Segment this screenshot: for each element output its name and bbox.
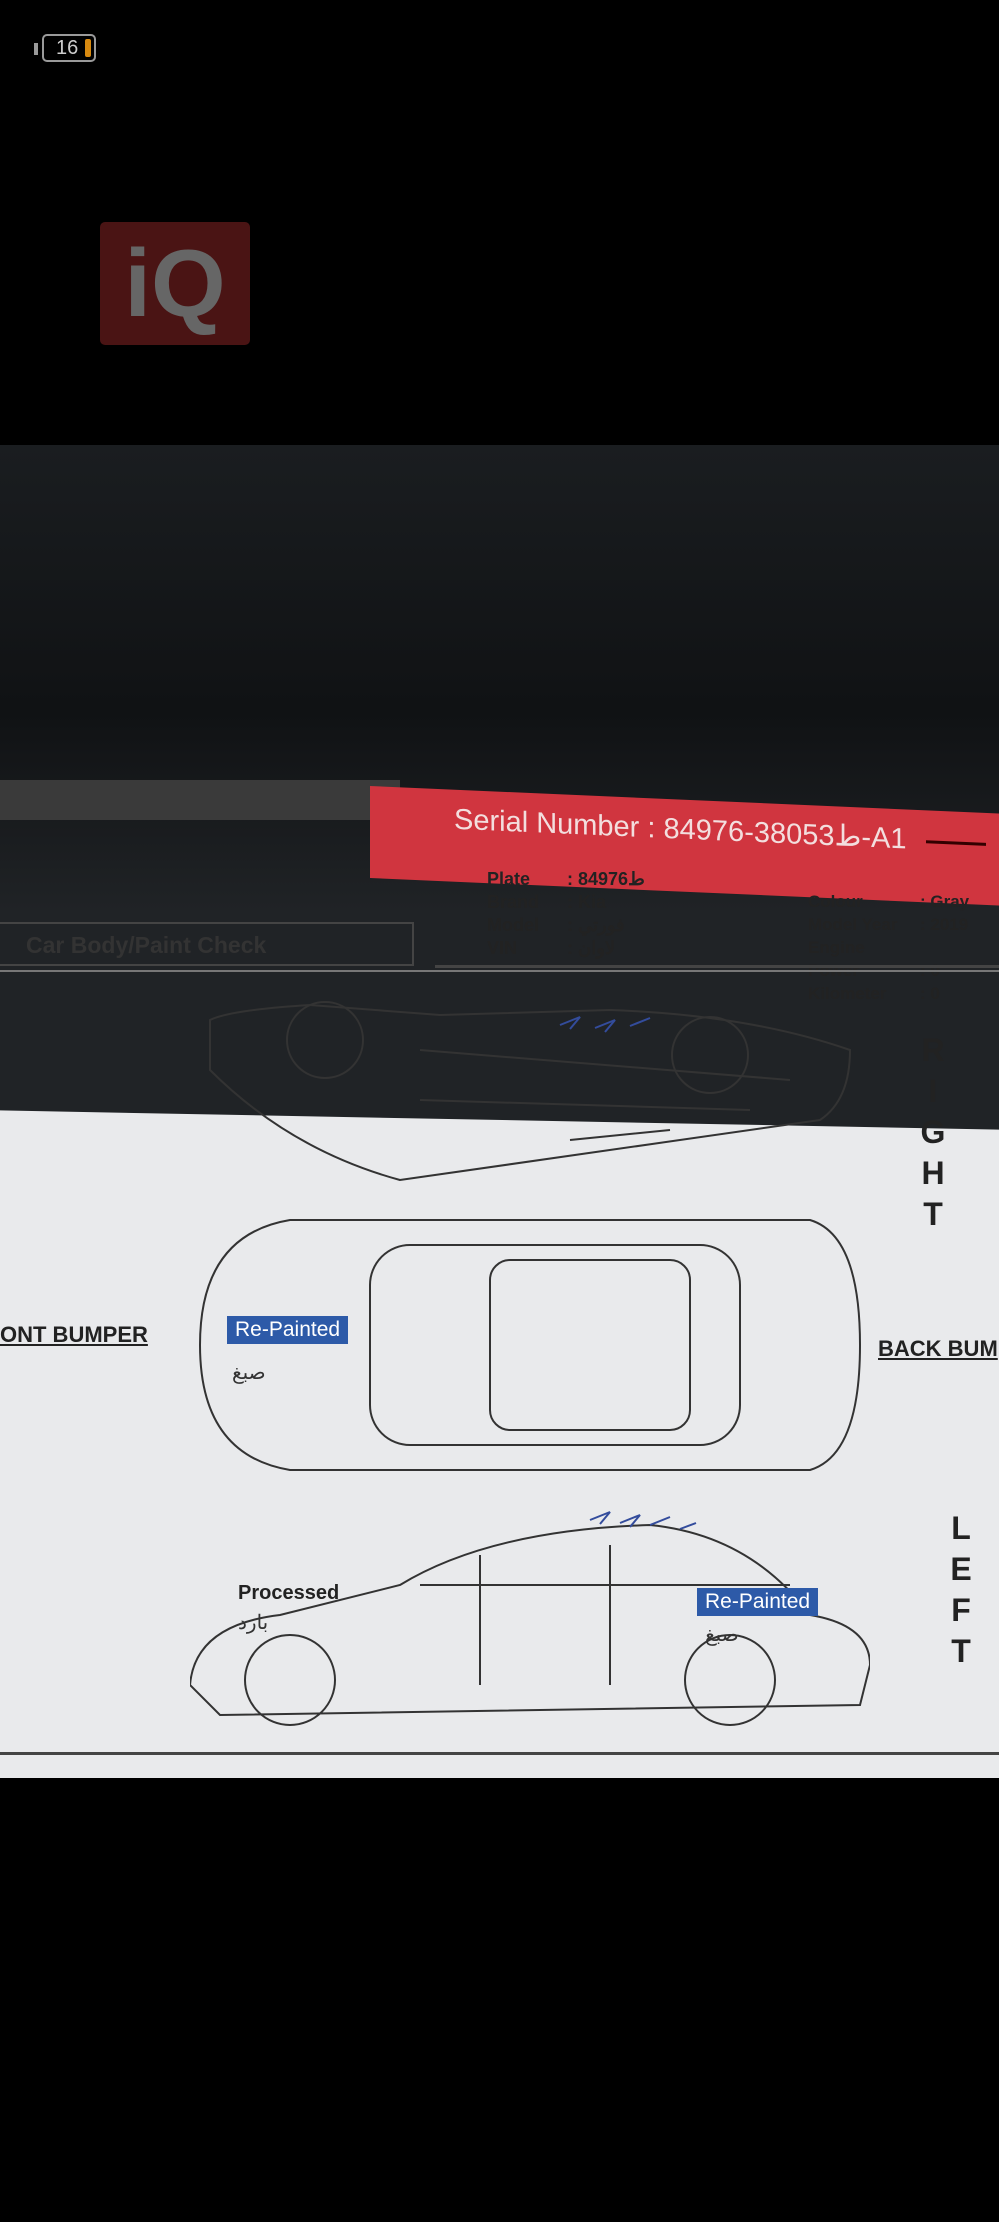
- value: : Gray: [920, 892, 970, 911]
- header-bar: [0, 780, 400, 820]
- battery-indicator: 16: [34, 34, 96, 62]
- label: Model Year: [808, 915, 898, 934]
- info-engine: Engine Power: 0: [808, 936, 969, 982]
- info-left: Plate : ط84976 Brand : Kia Model : فورتي VI…: [487, 868, 645, 960]
- arabic-note: بارد: [238, 1612, 269, 1634]
- value: : فورتي: [567, 915, 625, 935]
- bottom-divider: [0, 1752, 999, 1755]
- value: : لاوان: [567, 938, 616, 958]
- repainted-tag-front: Re-Painted: [227, 1316, 349, 1344]
- letter: T: [951, 1633, 971, 1669]
- car-diagrams: [190, 1001, 870, 1726]
- letter: F: [951, 1592, 971, 1628]
- front-bumper-label: ONT BUMPER: [0, 1322, 148, 1347]
- back-bumper-label: BACK BUM: [878, 1336, 998, 1361]
- letter: R: [921, 1032, 945, 1068]
- arabic-note: صبغ: [232, 1362, 266, 1384]
- serial-label: Serial Number :: [454, 803, 656, 845]
- processed-label: Processed: [238, 1582, 340, 1604]
- car-left-side: [190, 1511, 870, 1726]
- value: : 2019: [920, 915, 969, 934]
- section-title: Car Body/Paint Check: [0, 922, 414, 966]
- value: : Kia: [567, 892, 607, 912]
- info-model: Model : فورتي: [487, 914, 645, 937]
- value: : ط84976: [567, 869, 645, 889]
- info-right: Colour : Gray Model Year : 2019 Engine Pow…: [808, 890, 969, 1005]
- serial-value: ط38053-84976-A1: [663, 812, 907, 856]
- photo: [0, 445, 999, 1778]
- letter: E: [950, 1551, 972, 1587]
- divider: [0, 970, 999, 972]
- repainted-tag-rear: Re-Painted: [697, 1588, 819, 1616]
- info-plate: Plate : ط84976: [487, 868, 645, 891]
- divider: [435, 965, 999, 968]
- info-km: Kilometer : 0: [808, 982, 969, 1005]
- label: Brand: [487, 892, 540, 912]
- car-right-side: [209, 1001, 852, 1182]
- info-vin: VIN : لاوان: [487, 937, 645, 960]
- value: : 0: [920, 984, 940, 1003]
- label: Plate: [487, 869, 531, 889]
- info-brand: Brand : Kia: [487, 891, 645, 914]
- letter: I: [928, 1073, 938, 1109]
- info-colour: Colour : Gray: [808, 890, 969, 913]
- battery-level: 16: [56, 37, 79, 59]
- letter: L: [951, 1510, 971, 1546]
- label: VIN: [487, 938, 518, 958]
- label: Colour: [808, 892, 863, 911]
- letter: G: [920, 1114, 946, 1150]
- label: Kilometer: [808, 984, 887, 1003]
- letter: H: [921, 1155, 945, 1191]
- letter: T: [923, 1196, 943, 1232]
- car-top-view: [198, 1219, 862, 1471]
- label: Engine Power: [808, 938, 865, 980]
- iq-logo: iQ: [100, 222, 250, 345]
- arabic-note: صبغ: [705, 1624, 739, 1646]
- info-year: Model Year : 2019: [808, 913, 969, 936]
- label: Model: [487, 915, 539, 935]
